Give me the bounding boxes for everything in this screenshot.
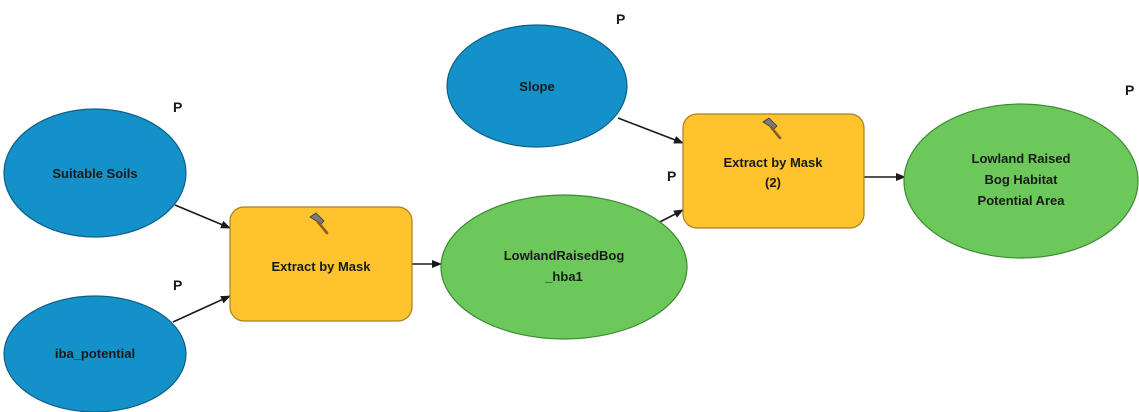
node-iba-potential[interactable]: iba_potential <box>3 295 187 412</box>
svg-text:Suitable Soils: Suitable Soils <box>52 166 137 181</box>
lowland-hba1-label-line1: LowlandRaisedBog <box>504 248 625 263</box>
parameter-marker-suitable-soils: P <box>173 99 182 115</box>
node-lowland-raised-bog-final[interactable]: Lowland Raised Bog Habitat Potential Are… <box>903 103 1139 259</box>
iba-potential-label: iba_potential <box>55 346 135 361</box>
edge-slope-to-extract2[interactable] <box>617 117 684 144</box>
lowland-final-label-line3: Potential Area <box>978 193 1066 208</box>
suitable-soils-label: Suitable Soils <box>52 166 137 181</box>
node-lowland-raised-bog-hba1[interactable]: LowlandRaisedBog _hba1 <box>440 194 688 340</box>
svg-text:_hba1: _hba1 <box>544 269 583 284</box>
svg-text:Extract by Mask: Extract by Mask <box>724 155 824 170</box>
svg-text:Slope: Slope <box>519 79 554 94</box>
extract-by-mask-box <box>229 206 413 322</box>
extract-by-mask-label: Extract by Mask <box>272 259 372 274</box>
edge-iba-potential-to-extract[interactable] <box>172 295 231 323</box>
svg-text:iba_potential: iba_potential <box>55 346 135 361</box>
iba-potential-ellipse <box>3 295 187 412</box>
node-slope[interactable]: Slope <box>446 24 628 148</box>
parameter-markers: P P P P P <box>173 11 1134 293</box>
lowland-final-ellipse <box>903 103 1139 259</box>
node-suitable-soils[interactable]: Suitable Soils <box>3 108 187 238</box>
svg-text:P: P <box>616 11 625 27</box>
parameter-marker-final: P <box>1125 82 1134 98</box>
svg-text:P: P <box>667 168 676 184</box>
svg-text:P: P <box>173 277 182 293</box>
extract-by-mask-2-label-line2: (2) <box>765 175 781 190</box>
lowland-hba1-label-line2: _hba1 <box>544 269 583 284</box>
parameter-marker-slope: P <box>616 11 625 27</box>
suitable-soils-ellipse <box>3 108 187 238</box>
parameter-marker-iba-potential: P <box>173 277 182 293</box>
node-extract-by-mask[interactable]: Extract by Mask <box>229 206 413 322</box>
lowland-hba1-ellipse <box>440 194 688 340</box>
slope-ellipse <box>446 24 628 148</box>
lowland-final-label-line2: Bog Habitat <box>985 172 1059 187</box>
parameter-marker-hba1: P <box>667 168 676 184</box>
extract-by-mask-2-label-line1: Extract by Mask <box>724 155 824 170</box>
extract-by-mask-2-box <box>682 113 865 229</box>
svg-text:(2): (2) <box>765 175 781 190</box>
svg-text:Lowland Raised: Lowland Raised <box>972 151 1071 166</box>
edges <box>172 117 906 323</box>
svg-text:Potential Area: Potential Area <box>978 193 1066 208</box>
edge-suitable-soils-to-extract[interactable] <box>174 204 231 229</box>
slope-label: Slope <box>519 79 554 94</box>
svg-text:P: P <box>173 99 182 115</box>
svg-text:Extract by Mask: Extract by Mask <box>272 259 372 274</box>
svg-text:P: P <box>1125 82 1134 98</box>
node-extract-by-mask-2[interactable]: Extract by Mask (2) <box>682 113 865 229</box>
svg-text:LowlandRaisedBog: LowlandRaisedBog <box>504 248 625 263</box>
svg-text:Bog Habitat: Bog Habitat <box>985 172 1059 187</box>
lowland-final-label-line1: Lowland Raised <box>972 151 1071 166</box>
